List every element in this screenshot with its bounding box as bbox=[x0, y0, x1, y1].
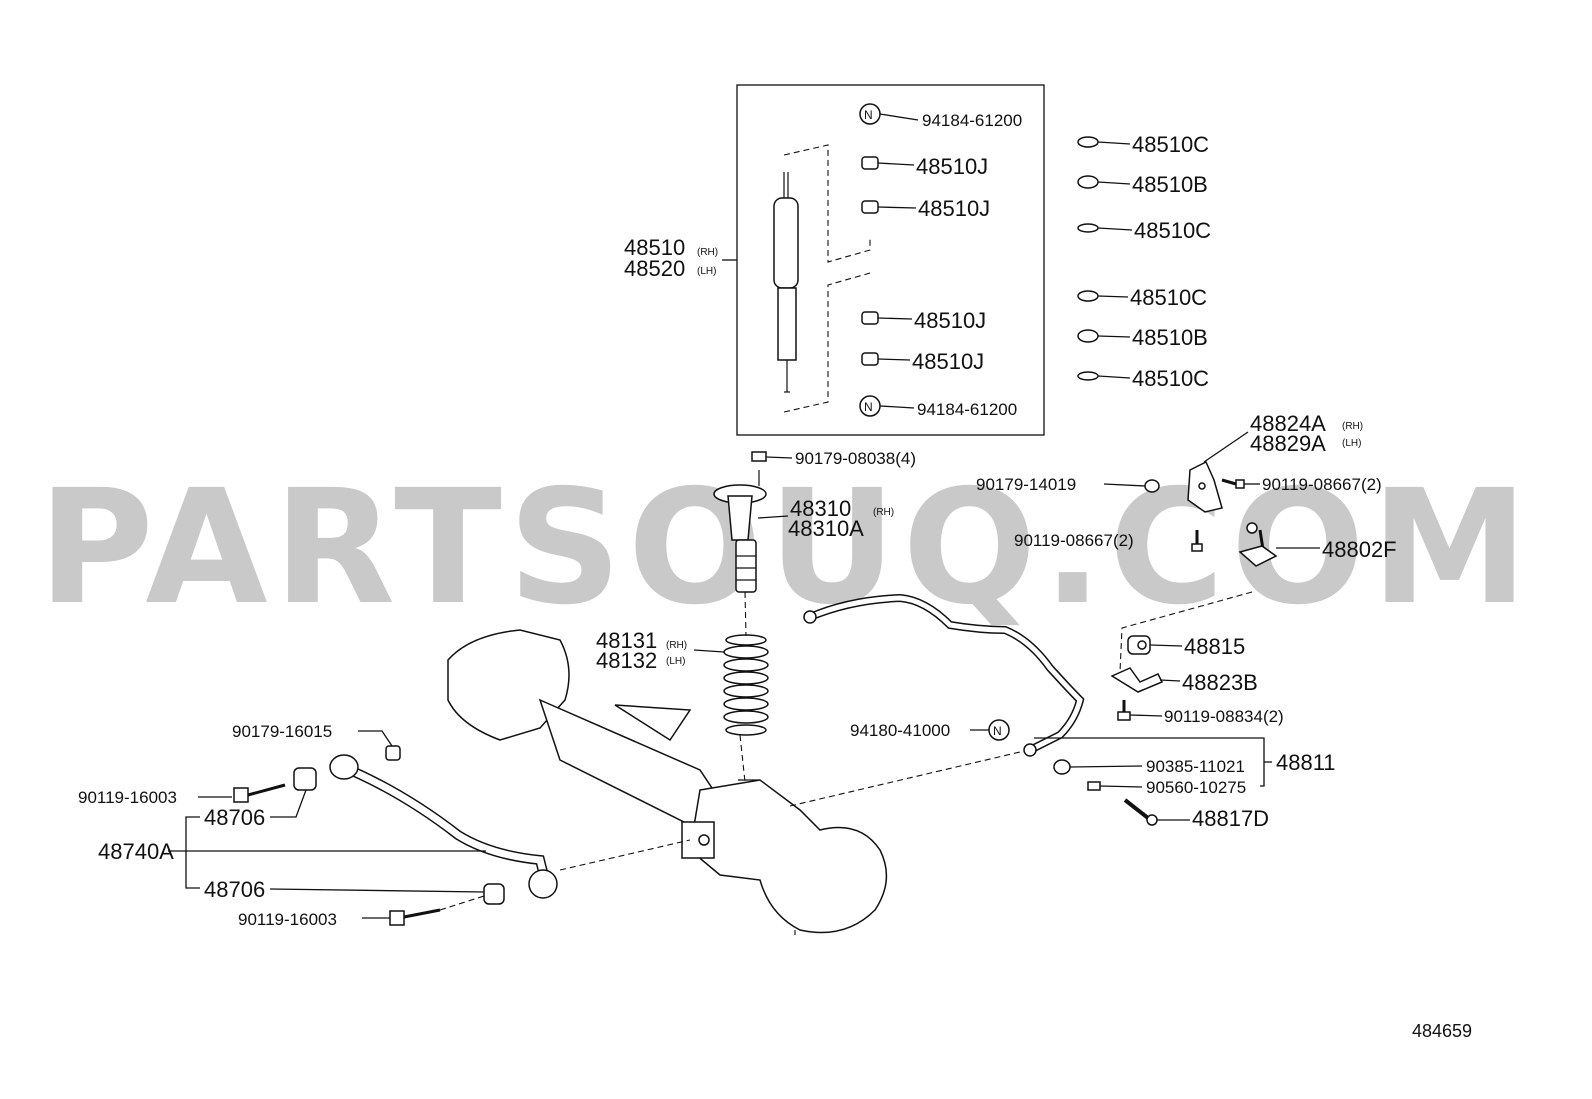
cushion-icon-j1 bbox=[861, 156, 879, 170]
label-48310: 48310 bbox=[790, 496, 851, 521]
label-94184-61200-top: 94184-61200 bbox=[922, 111, 1022, 130]
label-90119-16003-a: 90119-16003 bbox=[78, 788, 177, 807]
label-48706-a: 48706 bbox=[204, 805, 265, 830]
label-90385-11021: 90385-11021 bbox=[1146, 757, 1245, 776]
svg-text:N: N bbox=[864, 400, 873, 414]
bracket-48823B[interactable] bbox=[1110, 667, 1164, 693]
label-48510: 48510 bbox=[624, 235, 685, 260]
link-to-bushing-leader bbox=[1119, 591, 1253, 673]
label-94184-61200-bottom: 94184-61200 bbox=[917, 400, 1017, 419]
label-48132-lh: (LH) bbox=[666, 656, 685, 667]
shock-top-dashed-leader bbox=[783, 144, 871, 263]
label-48520: 48520 bbox=[624, 256, 685, 281]
bolt-90119-16003-a-icon bbox=[233, 783, 286, 803]
link-48802F[interactable] bbox=[1238, 522, 1278, 567]
axle-to-stabilizer-leader bbox=[789, 751, 1021, 807]
rear-axle-housing bbox=[447, 629, 888, 934]
label-90179-08038: 90179-08038(4) bbox=[795, 449, 916, 468]
bolt-90119-16003-b-icon bbox=[389, 908, 441, 926]
label-48510J-2: 48510J bbox=[918, 196, 990, 221]
label-48520-lh: (LH) bbox=[697, 266, 716, 277]
label-48132: 48132 bbox=[596, 648, 657, 673]
coil-spring-48131[interactable] bbox=[723, 634, 769, 736]
label-48824A-rh: (RH) bbox=[1342, 421, 1363, 432]
label-90179-16015: 90179-16015 bbox=[232, 722, 332, 741]
label-90119-08667-b: 90119-08667(2) bbox=[1014, 531, 1134, 550]
label-48829A: 48829A bbox=[1250, 431, 1326, 456]
label-48510B-2: 48510B bbox=[1132, 325, 1208, 350]
right-column-cushions bbox=[1077, 136, 1099, 381]
nut-icon-top: N bbox=[859, 103, 881, 125]
nut-90179-08038-icon bbox=[751, 451, 767, 462]
label-94180-41000: 94180-41000 bbox=[850, 721, 950, 740]
cushion-icon-j2 bbox=[861, 200, 879, 214]
diagram-reference-number: 484659 bbox=[1412, 1021, 1472, 1041]
label-48740A: 48740A bbox=[98, 839, 174, 864]
shock-absorber[interactable] bbox=[773, 172, 799, 393]
label-48706-b: 48706 bbox=[204, 877, 265, 902]
label-48510C-1: 48510C bbox=[1132, 132, 1209, 157]
bump-stopper-48310[interactable] bbox=[713, 470, 767, 593]
label-48510C-2: 48510C bbox=[1134, 218, 1211, 243]
bolt-48817D-icon bbox=[1123, 798, 1158, 826]
svg-text:N: N bbox=[993, 724, 1002, 738]
nut-icon-bottom: N bbox=[859, 395, 881, 417]
label-48131: 48131 bbox=[596, 628, 657, 653]
label-48510-rh: (RH) bbox=[697, 247, 718, 258]
bushing-48706-a-icon bbox=[293, 767, 317, 791]
bushing-48815[interactable] bbox=[1127, 635, 1151, 655]
label-90560-10275: 90560-10275 bbox=[1146, 778, 1246, 797]
bracket-48824A[interactable] bbox=[1187, 460, 1223, 513]
stabilizer-bar-48811[interactable] bbox=[809, 595, 1083, 753]
label-48510B-1: 48510B bbox=[1132, 172, 1208, 197]
lateral-rod-48740A[interactable] bbox=[329, 754, 558, 899]
label-48510J-1: 48510J bbox=[916, 154, 988, 179]
label-48815: 48815 bbox=[1184, 634, 1245, 659]
label-48823B: 48823B bbox=[1182, 670, 1258, 695]
bracket-48740A bbox=[185, 816, 200, 889]
label-48131-rh: (RH) bbox=[666, 640, 687, 651]
bolt-90119-08667-b-icon bbox=[1191, 530, 1203, 552]
collar-90560-10275-icon bbox=[1087, 781, 1101, 791]
label-48510J-3: 48510J bbox=[914, 308, 986, 333]
label-90179-14019: 90179-14019 bbox=[976, 475, 1076, 494]
label-48510C-4: 48510C bbox=[1132, 366, 1209, 391]
spring-to-axle-leader bbox=[739, 734, 746, 783]
label-48802F: 48802F bbox=[1322, 537, 1397, 562]
cushion-icon-j3 bbox=[861, 311, 879, 325]
cushion-icon-j4 bbox=[861, 352, 879, 366]
label-48811: 48811 bbox=[1276, 750, 1336, 775]
nut-90179-14019-icon bbox=[1144, 479, 1160, 493]
svg-text:N: N bbox=[864, 108, 873, 122]
label-90119-08834: 90119-08834(2) bbox=[1164, 707, 1284, 726]
label-48829A-lh: (LH) bbox=[1342, 438, 1361, 449]
label-48824A: 48824A bbox=[1250, 411, 1326, 436]
label-48310A: 48310A bbox=[788, 516, 864, 541]
nut-90179-16015-icon bbox=[385, 745, 401, 761]
label-48817D: 48817D bbox=[1192, 806, 1269, 831]
label-48310-rh: (RH) bbox=[873, 507, 894, 518]
bushing-48706-b-icon bbox=[483, 883, 505, 905]
label-90119-08667-a: 90119-08667(2) bbox=[1262, 475, 1382, 494]
label-90119-16003-b: 90119-16003 bbox=[238, 910, 337, 929]
nut-94180-41000-icon: N bbox=[988, 719, 1010, 741]
label-48510J-4: 48510J bbox=[912, 349, 984, 374]
bumper-to-spring-leader bbox=[744, 591, 747, 637]
bolt-90119-08834-icon bbox=[1117, 700, 1131, 721]
shock-bottom-dashed-leader bbox=[783, 272, 871, 413]
axle-to-lateral-rod-leader bbox=[559, 839, 691, 871]
label-48510C-3: 48510C bbox=[1130, 285, 1207, 310]
bushing-90385-11021-icon bbox=[1053, 759, 1071, 775]
